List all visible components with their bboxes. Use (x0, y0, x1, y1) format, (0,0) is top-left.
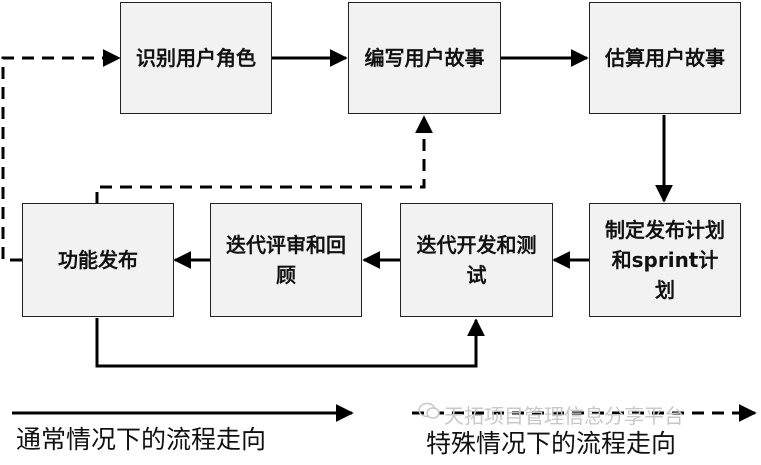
node-estimate-stories-label: 估算用户故事 (605, 46, 725, 70)
node-write-stories: 编写用户故事 (348, 2, 501, 114)
dashed-arrow-release-to-identify (1, 49, 121, 262)
node-write-stories-label: 编写用户故事 (364, 46, 485, 70)
node-iterative-dev-test-label: 迭代开发和测试 (416, 233, 537, 287)
node-iteration-review: 迭代评审和回顾 (210, 203, 362, 317)
node-estimate-stories: 估算用户故事 (589, 2, 741, 114)
watermark-text: 天拓项目管理信息分享平台 (444, 404, 684, 428)
legend-normal-label: 通常情况下的流程走向 (16, 425, 267, 454)
node-identify-roles: 识别用户角色 (120, 2, 272, 114)
node-iteration-review-label: 迭代评审和回顾 (226, 233, 346, 287)
node-iterative-dev-test: 迭代开发和测试 (400, 203, 553, 317)
node-plan-release-sprint: 制定发布计划和sprint计划 (589, 203, 741, 317)
legend-special-label: 特殊情况下的流程走向 (426, 429, 677, 458)
node-release-label: 功能发布 (58, 248, 138, 272)
node-identify-roles-label: 识别用户角色 (136, 46, 256, 70)
node-plan-release-sprint-label: 制定发布计划和sprint计划 (605, 218, 725, 302)
arrow-release-back-to-devtest (95, 318, 485, 368)
node-release: 功能发布 (22, 203, 174, 317)
dashed-arrow-release-to-write (95, 115, 433, 204)
wechat-icon (418, 402, 440, 419)
